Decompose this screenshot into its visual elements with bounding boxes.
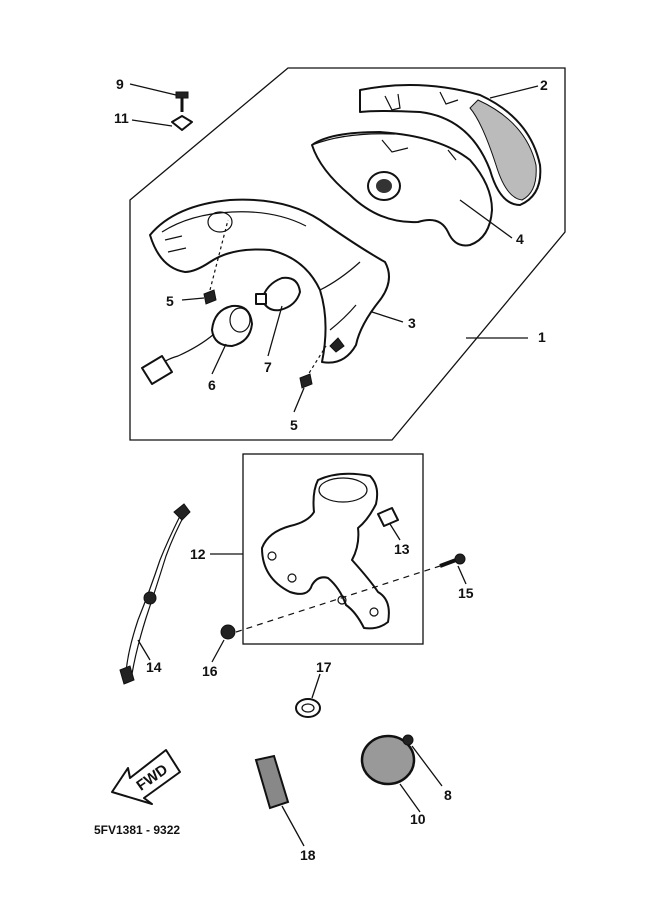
callout-6: 6 (208, 377, 216, 393)
callout-7: 7 (264, 359, 272, 375)
part-6-bulb-socket (141, 304, 253, 385)
part-5-screw-lower (299, 345, 327, 389)
part-15-bolt (439, 553, 466, 568)
callout-15: 15 (458, 585, 474, 601)
callout-11: 11 (114, 110, 129, 126)
part-17-clamp (295, 698, 321, 718)
tail-light-assembly-frame (129, 67, 566, 441)
bolt-alignment-line (235, 565, 441, 633)
part-18-side-reflector (254, 754, 290, 810)
callout-8: 8 (444, 787, 452, 803)
part-8-nut (402, 734, 414, 746)
part-12-bracket (261, 472, 390, 630)
part-3-light-body (149, 198, 390, 364)
callout-2: 2 (540, 77, 548, 93)
part-11-nut (171, 115, 193, 131)
bracket-assembly-frame (242, 453, 424, 645)
drawing-code: 5FV1381 - 9322 (94, 823, 180, 837)
callout-3: 3 (408, 315, 416, 331)
callout-13: 13 (394, 541, 410, 557)
part-9-screw (175, 91, 189, 112)
part-10-rear-reflector (360, 734, 416, 786)
callout-16: 16 (202, 663, 218, 679)
callout-12: 12 (190, 546, 206, 562)
callout-17: 17 (316, 659, 332, 675)
part-7-bulb (255, 276, 301, 312)
callout-5-upper: 5 (166, 293, 174, 309)
fwd-direction-arrow: FWD (111, 749, 181, 805)
part-5-screw-upper (203, 219, 229, 305)
part-2-lens (359, 84, 542, 206)
callout-numbers: 1 2 3 4 5 5 6 7 8 9 10 11 12 13 14 15 16… (114, 76, 548, 863)
part-16-nut (220, 624, 236, 640)
callout-18: 18 (300, 847, 316, 863)
part-13-clip (377, 507, 399, 527)
callout-5-lower: 5 (290, 417, 298, 433)
callout-10: 10 (410, 811, 426, 827)
callout-4: 4 (516, 231, 524, 247)
callout-9: 9 (116, 76, 124, 92)
leader-lines (129, 83, 539, 847)
part-4-housing (311, 131, 493, 247)
callout-1: 1 (538, 329, 546, 345)
part-14-wire-harness (119, 503, 191, 685)
callout-14: 14 (146, 659, 162, 675)
